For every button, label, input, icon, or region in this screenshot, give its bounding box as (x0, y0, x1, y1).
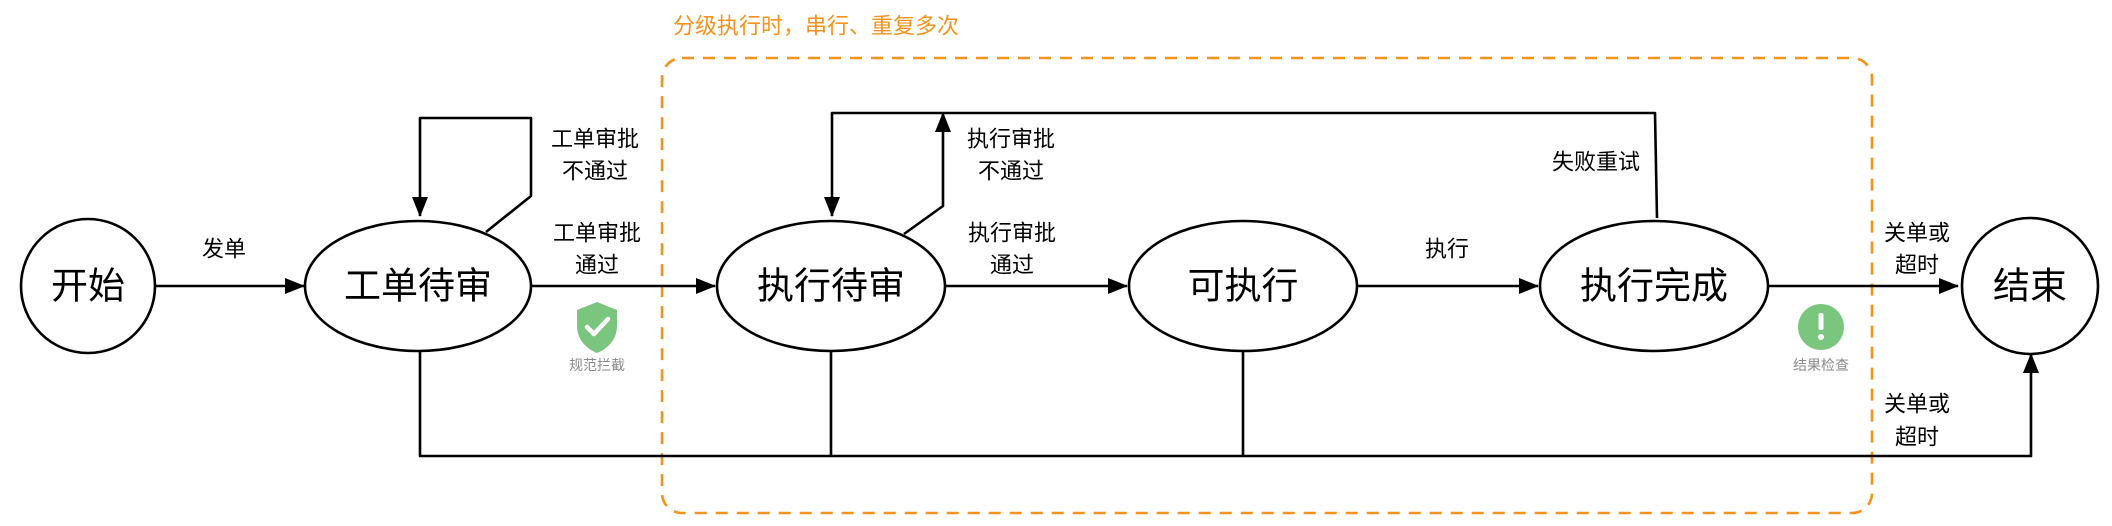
label-exec-reject-line2: 不通过 (978, 160, 1044, 185)
label-close-top-line2: 超时 (1895, 254, 1939, 279)
node-ticket-review: 工单待审 (303, 219, 533, 353)
label-close-top-line1: 关单或 (1884, 222, 1950, 247)
label-close-bottom-line2: 超时 (1895, 426, 1939, 451)
label-issue: 发单 (202, 238, 246, 263)
node-executable-label: 可执行 (1188, 265, 1299, 308)
node-end-label: 结束 (1993, 265, 2067, 308)
label-ticket-reject-line1: 工单审批 (551, 128, 639, 153)
group-title: 分级执行时，串行、重复多次 (673, 15, 959, 40)
label-exec-pass-line2: 通过 (990, 254, 1034, 279)
label-ticket-pass-line1: 工单审批 (553, 222, 641, 247)
node-exec-done-label: 执行完成 (1580, 265, 1728, 308)
node-ticket-review-label: 工单待审 (344, 265, 492, 308)
edge-retry (824, 111, 1659, 219)
edge-close-bottom (418, 351, 2039, 458)
edge-exec-reject-loop (903, 112, 951, 236)
badge-result-caption: 结果检查 (1793, 358, 1849, 374)
label-ticket-pass-line2: 通过 (575, 254, 619, 279)
label-exec-reject-line1: 执行审批 (967, 128, 1055, 153)
label-execute: 执行 (1425, 238, 1469, 263)
node-exec-review: 执行待审 (715, 219, 947, 353)
label-retry: 失败重试 (1552, 151, 1640, 176)
node-exec-done: 执行完成 (1538, 219, 1770, 353)
exclamation-circle-icon (1798, 304, 1844, 350)
edge-ticket-reject-loop (412, 116, 533, 234)
node-end: 结束 (1960, 216, 2100, 356)
label-close-bottom-line1: 关单或 (1884, 393, 1950, 418)
node-exec-review-label: 执行待审 (757, 265, 905, 308)
label-ticket-reject-line2: 不通过 (562, 160, 628, 185)
shield-check-icon (577, 302, 617, 353)
node-start-label: 开始 (51, 265, 125, 308)
label-exec-pass-line1: 执行审批 (968, 222, 1056, 247)
node-start: 开始 (19, 217, 157, 355)
node-executable: 可执行 (1127, 219, 1359, 353)
badge-check-caption: 规范拦截 (569, 357, 625, 374)
